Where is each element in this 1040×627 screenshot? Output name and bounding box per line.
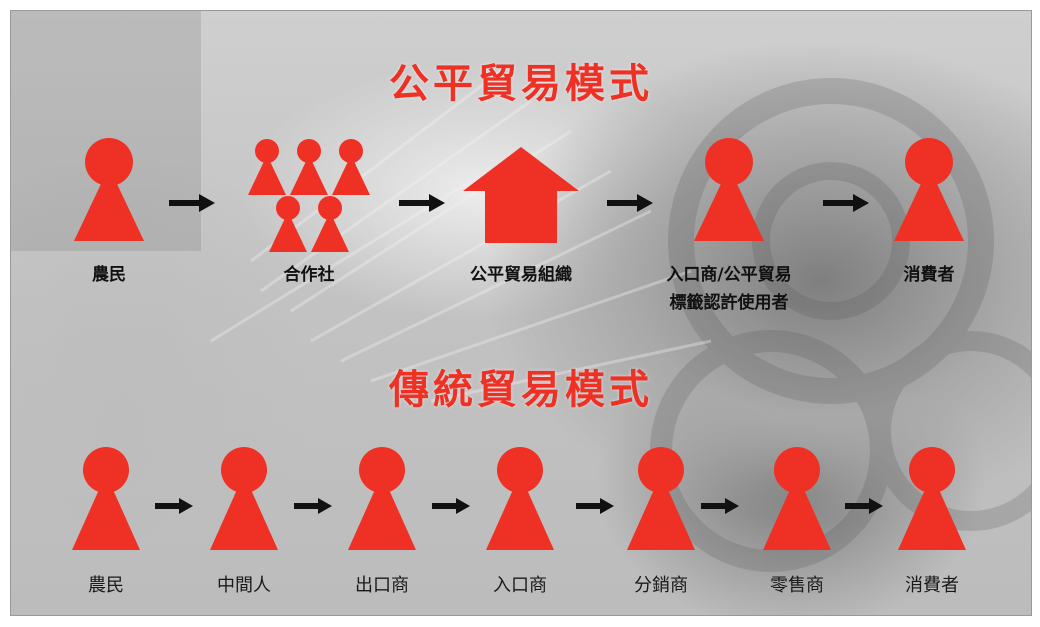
distributor-person-icon [627, 447, 695, 550]
trad-node-label-importer: 入口商 [493, 575, 547, 596]
fair-node-label-importer: 入口商/公平貿易 標籤認許使用者 [639, 261, 819, 317]
arrow-icon [607, 194, 653, 212]
consumer-person-icon [898, 447, 966, 550]
house-icon [463, 147, 579, 243]
fair-node-label-farmer: 農民 [92, 265, 126, 285]
trad-node-label-distributor: 分銷商 [634, 575, 688, 596]
importer-person-icon [694, 138, 764, 241]
trad-node-label-exporter: 出口商 [355, 575, 409, 596]
fair-node-label-cooperative: 合作社 [283, 265, 335, 285]
trad-node-label-retailer: 零售商 [770, 575, 824, 596]
fair-node-label-consumer: 消費者 [903, 265, 955, 285]
farmer-person-icon [74, 138, 144, 241]
fair-trade-title: 公平貿易模式 [389, 61, 653, 107]
retailer-person-icon [763, 447, 831, 550]
importer-label-line2: 標籤認許使用者 [669, 293, 789, 313]
arrow-icon [701, 498, 739, 514]
diagram-canvas: 公平貿易模式 傳統貿易模式 農民 合作社 公平貿易組織 入口商/公平貿易 標籤認… [10, 10, 1032, 616]
exporter-person-icon [348, 447, 416, 550]
importer-label-line1: 入口商/公平貿易 [666, 265, 792, 285]
fair-node-label-organization: 公平貿易組織 [470, 265, 572, 285]
trad-node-label-consumer: 消費者 [905, 575, 959, 596]
arrow-icon [576, 498, 614, 514]
traditional-trade-title: 傳統貿易模式 [389, 367, 653, 413]
trad-node-label-middleman: 中間人 [217, 575, 271, 596]
middleman-person-icon [210, 447, 278, 550]
trad-node-label-farmer: 農民 [88, 575, 124, 596]
arrow-icon [169, 194, 215, 212]
arrow-icon [399, 194, 445, 212]
arrow-icon [432, 498, 470, 514]
arrow-icon [845, 498, 883, 514]
importer-person-icon [486, 447, 554, 550]
arrow-icon [823, 194, 869, 212]
cooperative-group-icon [248, 139, 370, 252]
arrow-icon [155, 498, 193, 514]
farmer-person-icon [72, 447, 140, 550]
arrow-icon [294, 498, 332, 514]
consumer-person-icon [894, 138, 964, 241]
